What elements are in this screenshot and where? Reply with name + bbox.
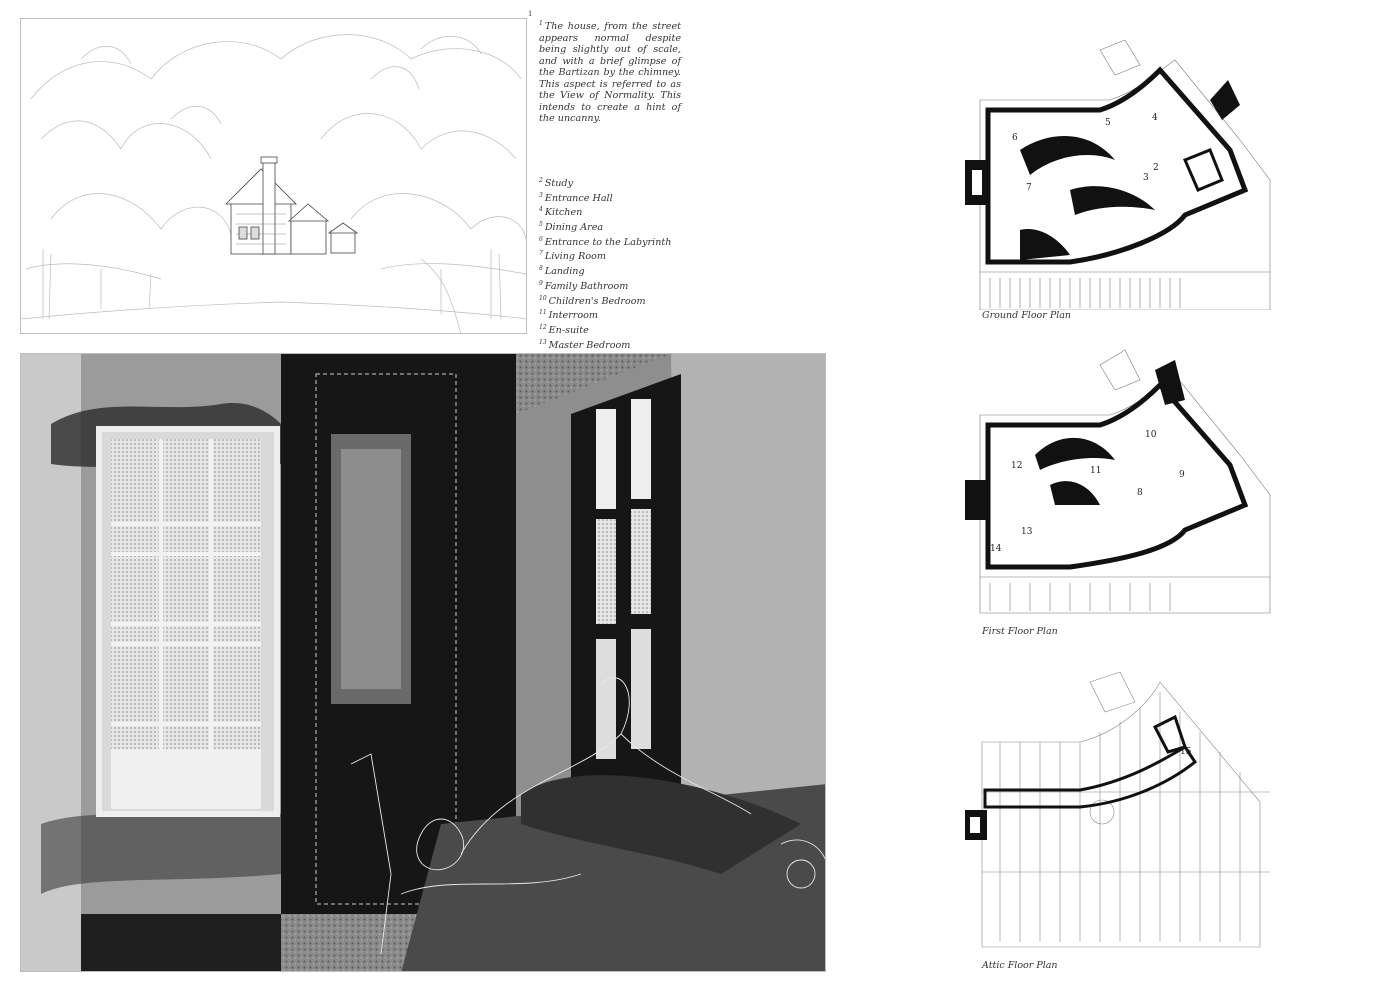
svg-text:12: 12 bbox=[1011, 461, 1022, 471]
legend-item-label: Dining Area bbox=[544, 222, 604, 234]
svg-text:5: 5 bbox=[1105, 118, 1111, 128]
elevation-linework bbox=[21, 34, 526, 333]
legend-item-label: Kitchen bbox=[544, 207, 583, 219]
legend-item-number: 12 bbox=[539, 323, 547, 331]
right-window bbox=[571, 374, 681, 824]
legend-item-number: 5 bbox=[539, 221, 543, 229]
svg-text:14: 14 bbox=[990, 544, 1002, 554]
legend-item-label: Family Bathroom bbox=[544, 281, 629, 292]
attic-floor-plan: 15 bbox=[965, 672, 1270, 948]
legend-item-number: 11 bbox=[539, 309, 547, 317]
legend-item-label: Landing bbox=[544, 266, 585, 278]
legend-item-number: 6 bbox=[539, 235, 543, 243]
intro-note-marker: 1 bbox=[539, 20, 543, 27]
figure-number: 1 bbox=[528, 10, 533, 18]
figure-sketch-overlay bbox=[350, 677, 825, 955]
interior-collage-render bbox=[20, 353, 826, 972]
legend-item-label: En-suite bbox=[548, 325, 589, 337]
legend-item-number: 13 bbox=[539, 338, 547, 346]
first-floor-caption: First Floor Plan bbox=[982, 626, 1058, 637]
svg-text:8: 8 bbox=[1137, 488, 1143, 498]
attic-floor-caption: Attic Floor Plan bbox=[982, 960, 1058, 971]
svg-text:7: 7 bbox=[1026, 183, 1032, 193]
svg-text:15: 15 bbox=[1180, 747, 1192, 757]
legend-item-label: Study bbox=[544, 178, 573, 190]
legend-item-number: 4 bbox=[539, 206, 543, 214]
legend-item-label: Master Bedroom bbox=[548, 339, 631, 351]
legend-item-label: Entrance Hall bbox=[544, 192, 613, 204]
legend-item-number: 9 bbox=[539, 279, 543, 287]
house-elevation bbox=[225, 156, 359, 255]
svg-text:6: 6 bbox=[1012, 133, 1018, 143]
ground-floor-caption: Ground Floor Plan bbox=[982, 310, 1072, 321]
legend-item-label: Interroom bbox=[548, 310, 598, 322]
legend-item-number: 2 bbox=[539, 177, 543, 184]
svg-text:2: 2 bbox=[1153, 163, 1159, 173]
svg-text:3: 3 bbox=[1143, 173, 1149, 183]
first-floor-plan: 10 11 12 13 14 8 9 bbox=[965, 349, 1271, 614]
legend-item-number: 10 bbox=[539, 294, 547, 302]
legend-item-label: Living Room bbox=[544, 251, 606, 263]
legend-item-number: 7 bbox=[539, 250, 543, 258]
left-window bbox=[96, 426, 280, 817]
intro-note-text: The house, from the street appears norma… bbox=[539, 21, 681, 125]
ground-floor-plan: 2 3 4 5 6 7 bbox=[965, 40, 1271, 310]
legend-item-label: Entrance to the Labyrinth bbox=[544, 236, 672, 248]
svg-text:9: 9 bbox=[1179, 470, 1185, 480]
legend-item-number: 8 bbox=[539, 265, 543, 273]
svg-text:4: 4 bbox=[1152, 113, 1158, 123]
street-elevation-drawing bbox=[20, 18, 527, 334]
legend-item-number: 3 bbox=[539, 191, 543, 199]
svg-text:11: 11 bbox=[1090, 466, 1101, 476]
interior-scene bbox=[21, 354, 825, 971]
svg-text:13: 13 bbox=[1021, 527, 1033, 537]
legend-item-label: Children's Bedroom bbox=[548, 295, 646, 307]
svg-text:10: 10 bbox=[1145, 430, 1157, 440]
